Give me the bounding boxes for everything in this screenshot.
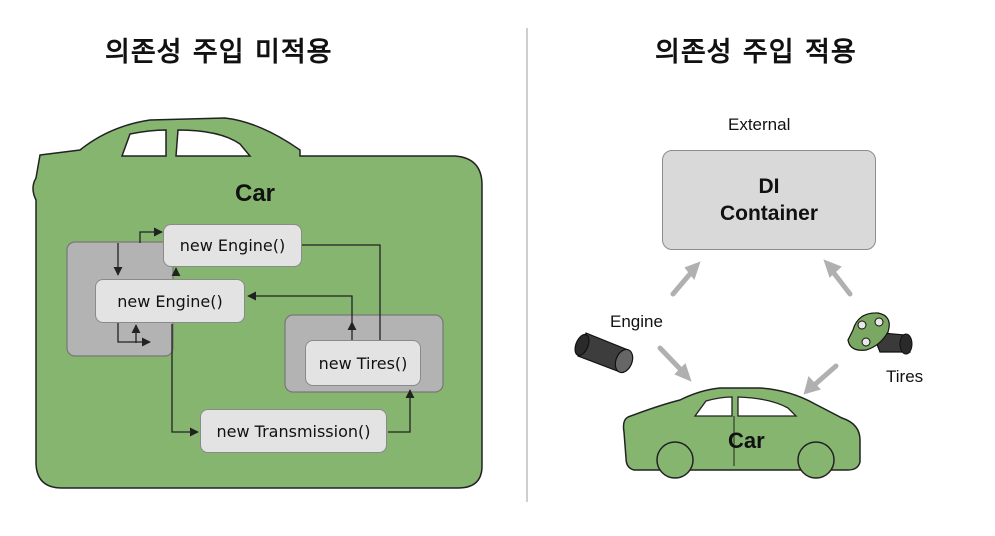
car-label-right: Car — [728, 428, 765, 453]
right-panel-title: 의존성 주입 적용 — [655, 37, 857, 68]
engine-part-icon — [574, 332, 634, 374]
car-label-left: Car — [235, 180, 276, 207]
panel-divider — [526, 28, 528, 502]
node-new-tires: new Tires() — [305, 340, 421, 386]
tires-part-icon — [847, 312, 913, 355]
node-new-transmission: new Transmission() — [200, 409, 387, 453]
di-container-line2: Container — [719, 202, 818, 225]
left-panel-title: 의존성 주입 미적용 — [105, 37, 333, 68]
node-new-engine-mid: new Engine() — [95, 279, 245, 323]
di-container-line1: DI — [758, 175, 780, 198]
car-window-front-left — [175, 129, 252, 157]
tires-label: Tires — [886, 367, 924, 386]
car-body-left — [32, 117, 483, 489]
node-new-engine-top: new Engine() — [163, 224, 302, 267]
engine-label: Engine — [610, 312, 663, 331]
car-body-right — [622, 387, 861, 479]
car-window-rear-left — [120, 129, 167, 157]
dependency-arrows — [657, 259, 853, 395]
di-container-box: DI Container — [662, 150, 876, 250]
external-label: External — [728, 115, 791, 134]
